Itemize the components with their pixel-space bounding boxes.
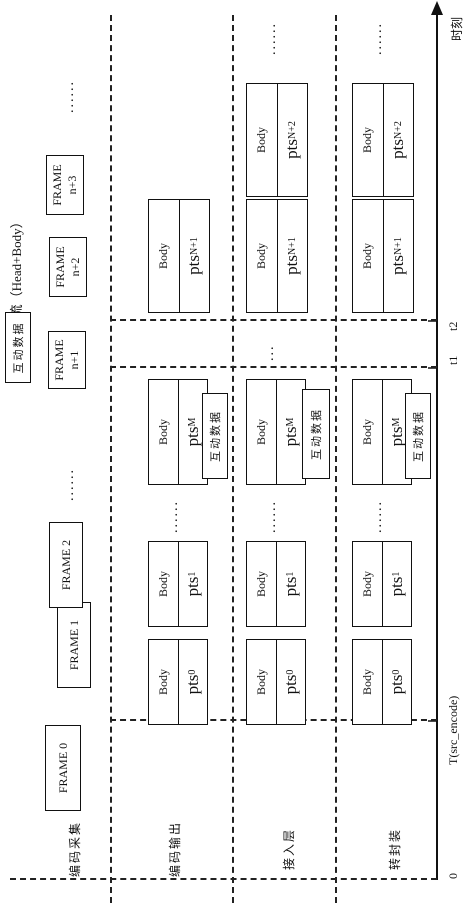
row-label-capture: 编码采集 bbox=[68, 821, 82, 878]
row-label-access-layer: 接入层 bbox=[282, 828, 296, 871]
tag-body: Body bbox=[253, 571, 268, 598]
frame-box: FRAME 0 bbox=[45, 725, 81, 811]
ellipsis: ...... bbox=[62, 80, 77, 113]
time-marker-line bbox=[110, 319, 437, 321]
tag-body: Body bbox=[360, 243, 375, 270]
interactive-data-box: 互动数据 bbox=[302, 389, 330, 479]
tag-body: Body bbox=[360, 127, 375, 154]
interactive-data-box: 互动数据 bbox=[5, 312, 31, 383]
row-separator bbox=[335, 15, 337, 903]
ellipsis: ...... bbox=[166, 500, 181, 533]
interactive-data-box: 互动数据 bbox=[202, 393, 228, 479]
tag-body: Body bbox=[254, 243, 269, 270]
tag-body: Body bbox=[359, 419, 374, 446]
tag-body: Body bbox=[254, 127, 269, 154]
axis-t-src-label: T(src_encode) bbox=[446, 695, 460, 765]
axis-time-label: 时刻 bbox=[450, 16, 464, 41]
tag-body: Body bbox=[155, 571, 170, 598]
axis-origin-label: 0 bbox=[446, 873, 460, 879]
interactive-data-box: 互动数据 bbox=[405, 393, 431, 479]
tag-body: Body bbox=[155, 669, 170, 696]
row-label-remux: 转封装 bbox=[388, 828, 402, 871]
tag-body: Body bbox=[156, 243, 171, 270]
ellipsis: ...... bbox=[264, 500, 279, 533]
tag-body: Body bbox=[155, 419, 170, 446]
tag-body: Body bbox=[253, 669, 268, 696]
axis-t2-label: t2 bbox=[446, 321, 460, 331]
tag-body: Body bbox=[359, 669, 374, 696]
tag-body: Body bbox=[359, 571, 374, 598]
row-separator bbox=[232, 15, 234, 903]
tag-body: Body bbox=[253, 419, 268, 446]
ellipsis: ...... bbox=[370, 22, 385, 55]
row-separator bbox=[110, 15, 112, 903]
ellipsis: ...... bbox=[264, 22, 279, 55]
ellipsis: ...... bbox=[62, 468, 77, 501]
time-marker-line bbox=[110, 366, 437, 368]
row-label-encode-output: 编码输出 bbox=[168, 821, 182, 878]
frame-box: FRAME 1 bbox=[57, 602, 91, 688]
frame-box: FRAME 2 bbox=[49, 522, 83, 608]
axis-t1-label: t1 bbox=[446, 355, 460, 365]
ellipsis: ... bbox=[262, 344, 277, 362]
ellipsis: ...... bbox=[370, 500, 385, 533]
